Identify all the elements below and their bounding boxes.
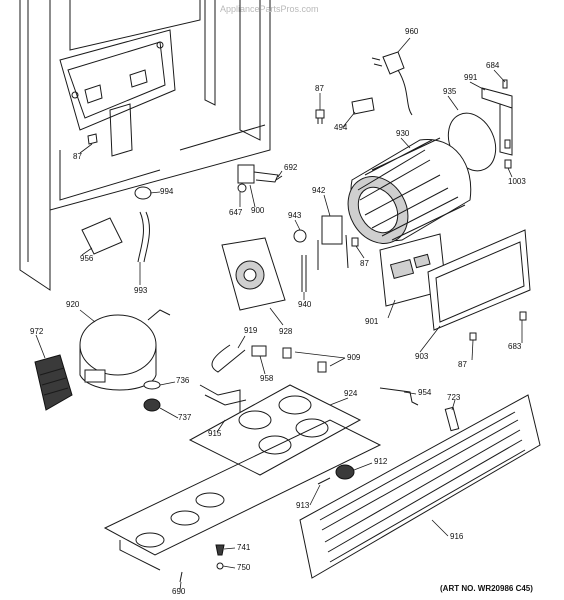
callout-750: 750 xyxy=(237,563,251,572)
bracket-991 xyxy=(481,79,513,156)
base-pan xyxy=(103,419,382,571)
callout-935: 935 xyxy=(443,87,457,96)
compressor-920 xyxy=(79,309,171,391)
callout-940: 940 xyxy=(298,300,312,309)
fan-shroud-928 xyxy=(221,237,286,311)
callout-901: 901 xyxy=(365,317,379,326)
callout-87-left: 87 xyxy=(73,152,82,161)
callout-737: 737 xyxy=(178,413,192,422)
callout-87-relay: 87 xyxy=(360,259,369,268)
callout-943: 943 xyxy=(288,211,302,220)
callout-928: 928 xyxy=(279,327,293,336)
pad-956 xyxy=(81,217,123,255)
callout-723: 723 xyxy=(447,393,461,402)
cabinet-liner xyxy=(19,0,271,291)
callout-494: 494 xyxy=(334,123,348,132)
screw-690 xyxy=(179,571,183,583)
callout-991: 991 xyxy=(464,73,478,82)
screw-913 xyxy=(317,477,331,485)
drain-tube-993 xyxy=(137,211,150,263)
callout-647: 647 xyxy=(229,208,243,217)
callout-903: 903 xyxy=(415,352,429,361)
callout-913: 913 xyxy=(296,501,310,510)
screw-87-left xyxy=(87,133,98,145)
callout-909: 909 xyxy=(347,353,361,362)
callout-993: 993 xyxy=(134,286,148,295)
power-cord-plug xyxy=(371,51,413,116)
callout-690: 690 xyxy=(172,587,186,596)
callout-942: 942 xyxy=(312,186,326,195)
callout-683: 683 xyxy=(508,342,522,351)
screw-692 xyxy=(275,175,283,181)
callout-920: 920 xyxy=(66,300,80,309)
callout-741: 741 xyxy=(237,543,251,552)
callout-994: 994 xyxy=(160,187,174,196)
callout-736: 736 xyxy=(176,376,190,385)
screw-683 xyxy=(519,311,527,321)
art-number: (ART NO. WR20986 C45) xyxy=(440,584,533,593)
callout-956: 956 xyxy=(80,254,94,263)
callout-87-cover: 87 xyxy=(458,360,467,369)
fan-motor-912 xyxy=(335,464,355,480)
callout-915: 915 xyxy=(208,429,222,438)
screw-750 xyxy=(216,562,224,570)
screw-87-top xyxy=(315,109,325,124)
grommets-736-737 xyxy=(143,380,161,412)
callout-87-top: 87 xyxy=(315,84,324,93)
callout-972: 972 xyxy=(30,327,44,336)
leader-lines xyxy=(35,37,523,591)
callout-692: 692 xyxy=(284,163,298,172)
harness-954 xyxy=(379,387,419,406)
callout-924: 924 xyxy=(344,389,358,398)
clip-494 xyxy=(351,97,375,115)
screw-87-cover xyxy=(469,332,477,341)
callout-900: 900 xyxy=(251,206,265,215)
relay-942 xyxy=(293,215,349,270)
fittings-909 xyxy=(282,347,327,373)
callout-684: 684 xyxy=(486,61,500,70)
callout-960: 960 xyxy=(405,27,419,36)
tube-919 xyxy=(211,344,246,373)
fitting-994 xyxy=(134,186,152,200)
condenser-coil xyxy=(347,137,472,244)
tubing-915 xyxy=(199,384,247,420)
callout-912: 912 xyxy=(374,457,388,466)
callout-958: 958 xyxy=(260,374,274,383)
probe-940 xyxy=(301,255,307,292)
callout-954: 954 xyxy=(418,388,432,397)
spacer-723 xyxy=(444,406,460,432)
watermark-text: AppliancePartsPros.com xyxy=(220,4,319,14)
label-958 xyxy=(251,345,267,357)
callout-930: 930 xyxy=(396,129,410,138)
drain-pan-924 xyxy=(188,384,362,476)
screw-1003 xyxy=(504,159,512,169)
callout-1003: 1003 xyxy=(508,177,526,186)
screw-741 xyxy=(215,544,225,556)
callout-919: 919 xyxy=(244,326,258,335)
grille-916 xyxy=(299,394,541,579)
cover-903 xyxy=(427,229,531,331)
callout-916: 916 xyxy=(450,532,464,541)
screw-87-relay xyxy=(351,237,359,247)
protector-972 xyxy=(34,354,73,411)
valve-900 xyxy=(237,164,279,193)
